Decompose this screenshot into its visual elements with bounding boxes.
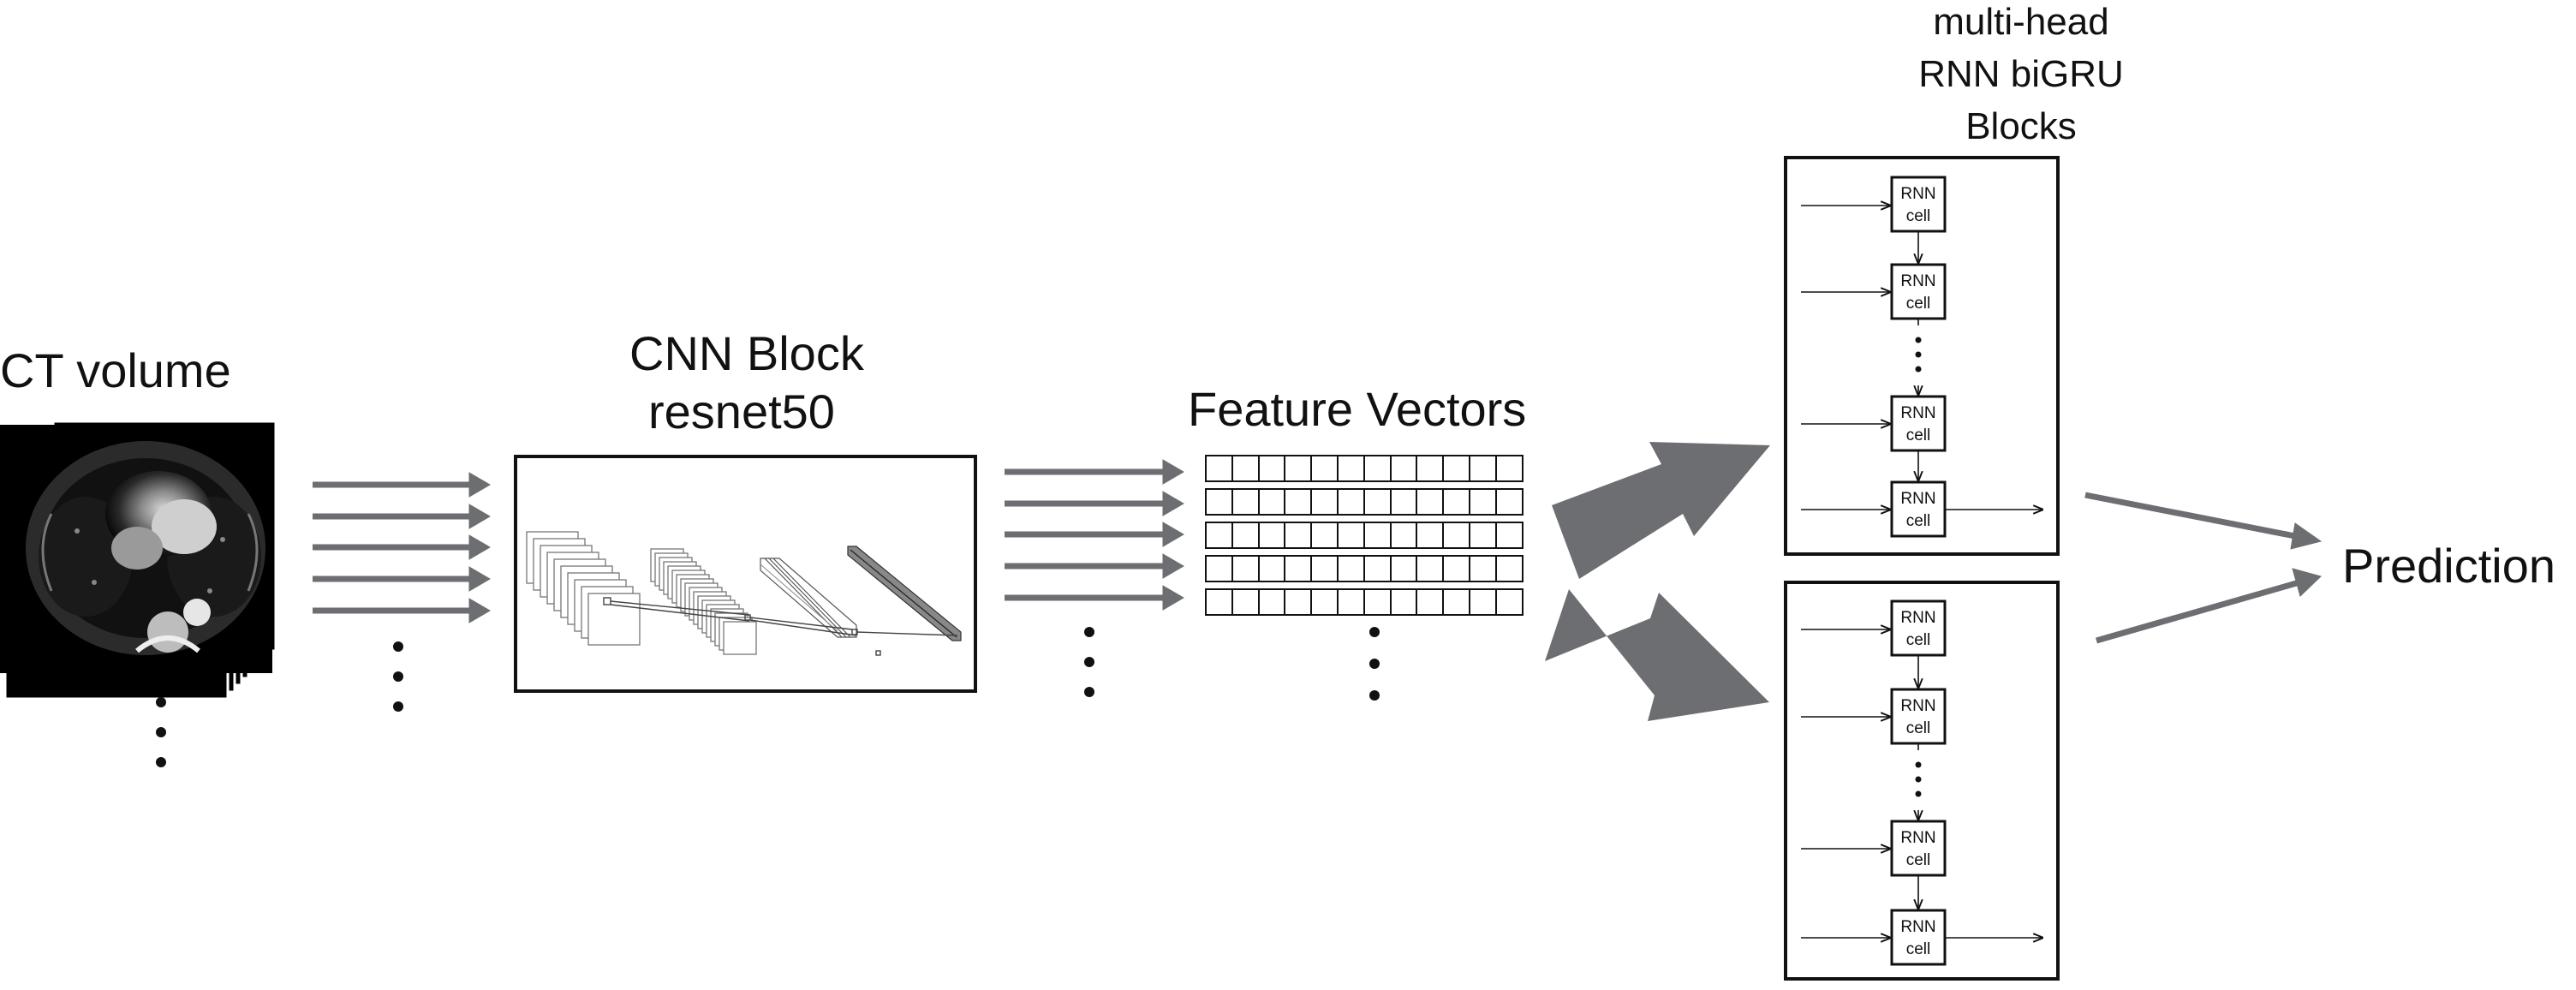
feature-vector-grid: [1205, 455, 1524, 616]
input-arrows: [313, 472, 491, 623]
input-arrow: [313, 504, 491, 529]
rnn-cell: RNN cell: [1890, 176, 1947, 233]
ct-slice-image: [0, 425, 272, 673]
ct-continuation-dots: [156, 697, 166, 767]
rnn-input-arrows: [1801, 629, 1890, 938]
prediction-label: Prediction: [2342, 539, 2555, 593]
input-arrow-dots: [393, 641, 403, 712]
rnn-cell-label-top: RNN: [1900, 185, 1935, 203]
feature-arrow: [1005, 491, 1184, 516]
rnn-cell: RNN cell: [1890, 688, 1947, 745]
rnn-cell-label-top: RNN: [1900, 272, 1935, 290]
feature-arrow: [1005, 585, 1184, 611]
prediction-arrow-upper: [2084, 492, 2323, 550]
rnn-title-line2: RNN biGRU: [1918, 53, 2124, 95]
rnn-cell: RNN cell: [1890, 263, 1947, 320]
feature-arrow: [1005, 553, 1184, 579]
rnn-cell-label-bottom: cell: [1906, 295, 1931, 313]
rnn-cell-label-top: RNN: [1900, 609, 1935, 627]
feature-vector-dots: [1369, 627, 1380, 701]
resnet-layer-stack-1: [526, 531, 641, 646]
feature-vector-row: [1205, 555, 1524, 582]
rnn-chain-dots: [1915, 761, 1922, 797]
feature-arrow: [1005, 459, 1184, 485]
rnn-cell: RNN cell: [1890, 599, 1947, 657]
ct-volume-label: CT volume: [0, 343, 231, 397]
rnn-cell-label-top: RNN: [1900, 490, 1935, 508]
feature-vectors-label: Feature Vectors: [1188, 382, 1526, 436]
feature-arrows: [1005, 459, 1184, 611]
resnet-layer-stack-4: [847, 546, 962, 641]
rnn-cell-label-bottom: cell: [1906, 512, 1931, 530]
feature-vector-row: [1205, 588, 1524, 616]
resnet-connections: [603, 597, 958, 656]
cnn-block-subtitle: resnet50: [648, 385, 835, 438]
cnn-block: [514, 455, 977, 693]
feature-arrow: [1005, 522, 1184, 547]
feature-vector-row: [1205, 488, 1524, 516]
rnn-cell-label-bottom: cell: [1906, 851, 1931, 869]
rnn-cell-label-bottom: cell: [1906, 719, 1931, 737]
feature-vector-row: [1205, 455, 1524, 482]
rnn-block-upper: RNN cell RNN cell RNN cell RNN cell: [1784, 156, 2060, 556]
feature-arrow-dots: [1084, 627, 1094, 697]
rnn-cell-label-top: RNN: [1900, 829, 1935, 847]
rnn-cell-label-bottom: cell: [1906, 940, 1931, 958]
input-arrow: [313, 472, 491, 498]
input-arrow: [313, 566, 491, 592]
resnet-layer-stack-3: [760, 558, 857, 638]
rnn-cell: RNN cell: [1890, 395, 1947, 452]
rnn-cell: RNN cell: [1890, 480, 1947, 538]
resnet-layer-stack-2: [650, 548, 757, 655]
rnn-cell-label-bottom: cell: [1906, 207, 1931, 225]
prediction-arrows: [2084, 492, 2323, 644]
rnn-title-line3: Blocks: [1965, 105, 2077, 147]
input-arrow: [313, 598, 491, 623]
rnn-input-arrows: [1801, 206, 1890, 510]
input-arrow: [313, 534, 491, 560]
rnn-cell-label-bottom: cell: [1906, 631, 1931, 649]
rnn-block-lower: RNN cell RNN cell RNN cell RNN cell: [1784, 581, 2060, 981]
rnn-cell-label-top: RNN: [1900, 918, 1935, 936]
rnn-cell-label-top: RNN: [1900, 404, 1935, 422]
prediction-arrow-lower: [2096, 568, 2322, 644]
big-arrow-to-lower-rnn: [1545, 589, 1769, 721]
big-arrow-to-upper-rnn: [1552, 442, 1770, 579]
rnn-cell: RNN cell: [1890, 909, 1947, 966]
ct-image-stack: [0, 420, 277, 701]
rnn-cell-label-top: RNN: [1900, 697, 1935, 715]
rnn-title-line1: multi-head: [1933, 1, 2108, 43]
feature-vector-row: [1205, 522, 1524, 549]
rnn-cell: RNN cell: [1890, 820, 1947, 877]
rnn-cell-label-bottom: cell: [1906, 426, 1931, 444]
cnn-block-title: CNN Block: [629, 326, 865, 380]
rnn-chain-dots: [1915, 337, 1922, 373]
